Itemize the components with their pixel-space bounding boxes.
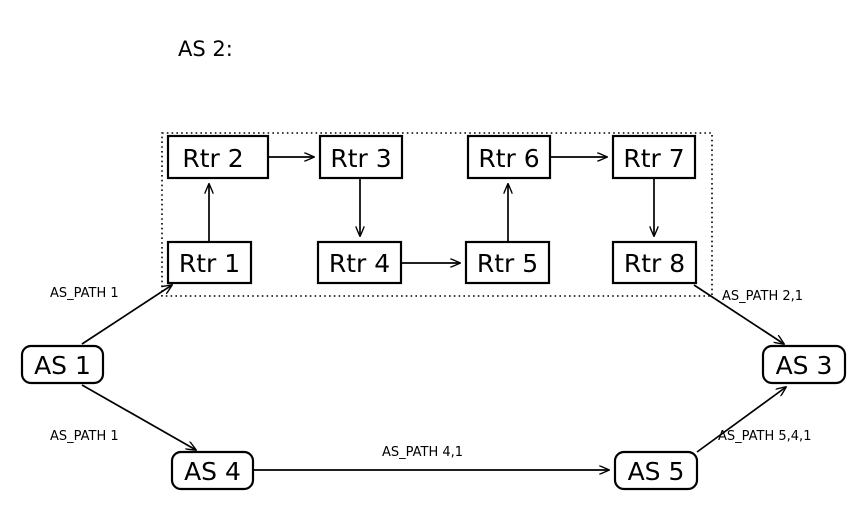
router-node-rtr6[interactable]: Rtr 6: [466, 134, 552, 180]
as-path-label-as1-as4: AS_PATH 1: [50, 429, 119, 444]
router-box-rtr6: [466, 134, 552, 180]
as-path-label-rtr8-as3: AS_PATH 2,1: [722, 289, 803, 304]
as-box-as4: [170, 450, 255, 491]
router-label-rtr4: Rtr 4: [329, 249, 390, 278]
router-label-rtr5: Rtr 5: [477, 249, 538, 278]
router-node-rtr2[interactable]: Rtr 2: [166, 134, 270, 180]
router-box-rtr2: [166, 134, 270, 180]
as-label-as5: AS 5: [628, 457, 685, 486]
router-box-rtr3: [318, 134, 404, 180]
link-as1-rtr1: [81, 285, 172, 345]
as-node-as5[interactable]: AS 5: [613, 450, 699, 491]
router-label-rtr3: Rtr 3: [330, 144, 391, 173]
as-path-label-as1-rtr1: AS_PATH 1: [50, 286, 119, 301]
router-node-rtr5[interactable]: Rtr 5: [464, 240, 551, 285]
router-box-rtr5: [464, 240, 551, 285]
router-node-rtr7[interactable]: Rtr 7: [611, 134, 697, 180]
as-box-as1: [20, 344, 105, 385]
router-label-rtr7: Rtr 7: [623, 144, 684, 173]
as-node-as4[interactable]: AS 4: [170, 450, 255, 491]
router-node-rtr1[interactable]: Rtr 1: [166, 240, 253, 285]
as2-boundary-box: [161, 132, 713, 297]
router-box-rtr8: [611, 240, 698, 285]
as-label-as3: AS 3: [776, 351, 833, 380]
link-as5-as3: [696, 387, 786, 453]
router-box-rtr1: [166, 240, 253, 285]
router-box-rtr7: [611, 134, 697, 180]
as-box-as3: [761, 344, 847, 385]
router-node-rtr3[interactable]: Rtr 3: [318, 134, 404, 180]
router-label-rtr8: Rtr 8: [624, 249, 685, 278]
router-node-rtr8[interactable]: Rtr 8: [611, 240, 698, 285]
as-node-as1[interactable]: AS 1: [20, 344, 105, 385]
router-node-rtr4[interactable]: Rtr 4: [316, 240, 403, 285]
link-as1-as4: [81, 384, 196, 450]
as-box-as5: [613, 450, 699, 491]
as-label-as1: AS 1: [34, 351, 91, 380]
router-box-rtr4: [316, 240, 403, 285]
page-title: AS 2:: [178, 37, 233, 61]
as-node-as3[interactable]: AS 3: [761, 344, 847, 385]
as-path-label-as4-as5: AS_PATH 4,1: [382, 445, 463, 460]
router-label-rtr2: Rtr 2: [182, 144, 243, 173]
as-label-as4: AS 4: [184, 457, 241, 486]
as-path-label-as5-as3: AS_PATH 5,4,1: [718, 429, 811, 444]
router-label-rtr1: Rtr 1: [179, 249, 240, 278]
router-label-rtr6: Rtr 6: [478, 144, 539, 173]
link-rtr8-as3: [693, 284, 784, 344]
